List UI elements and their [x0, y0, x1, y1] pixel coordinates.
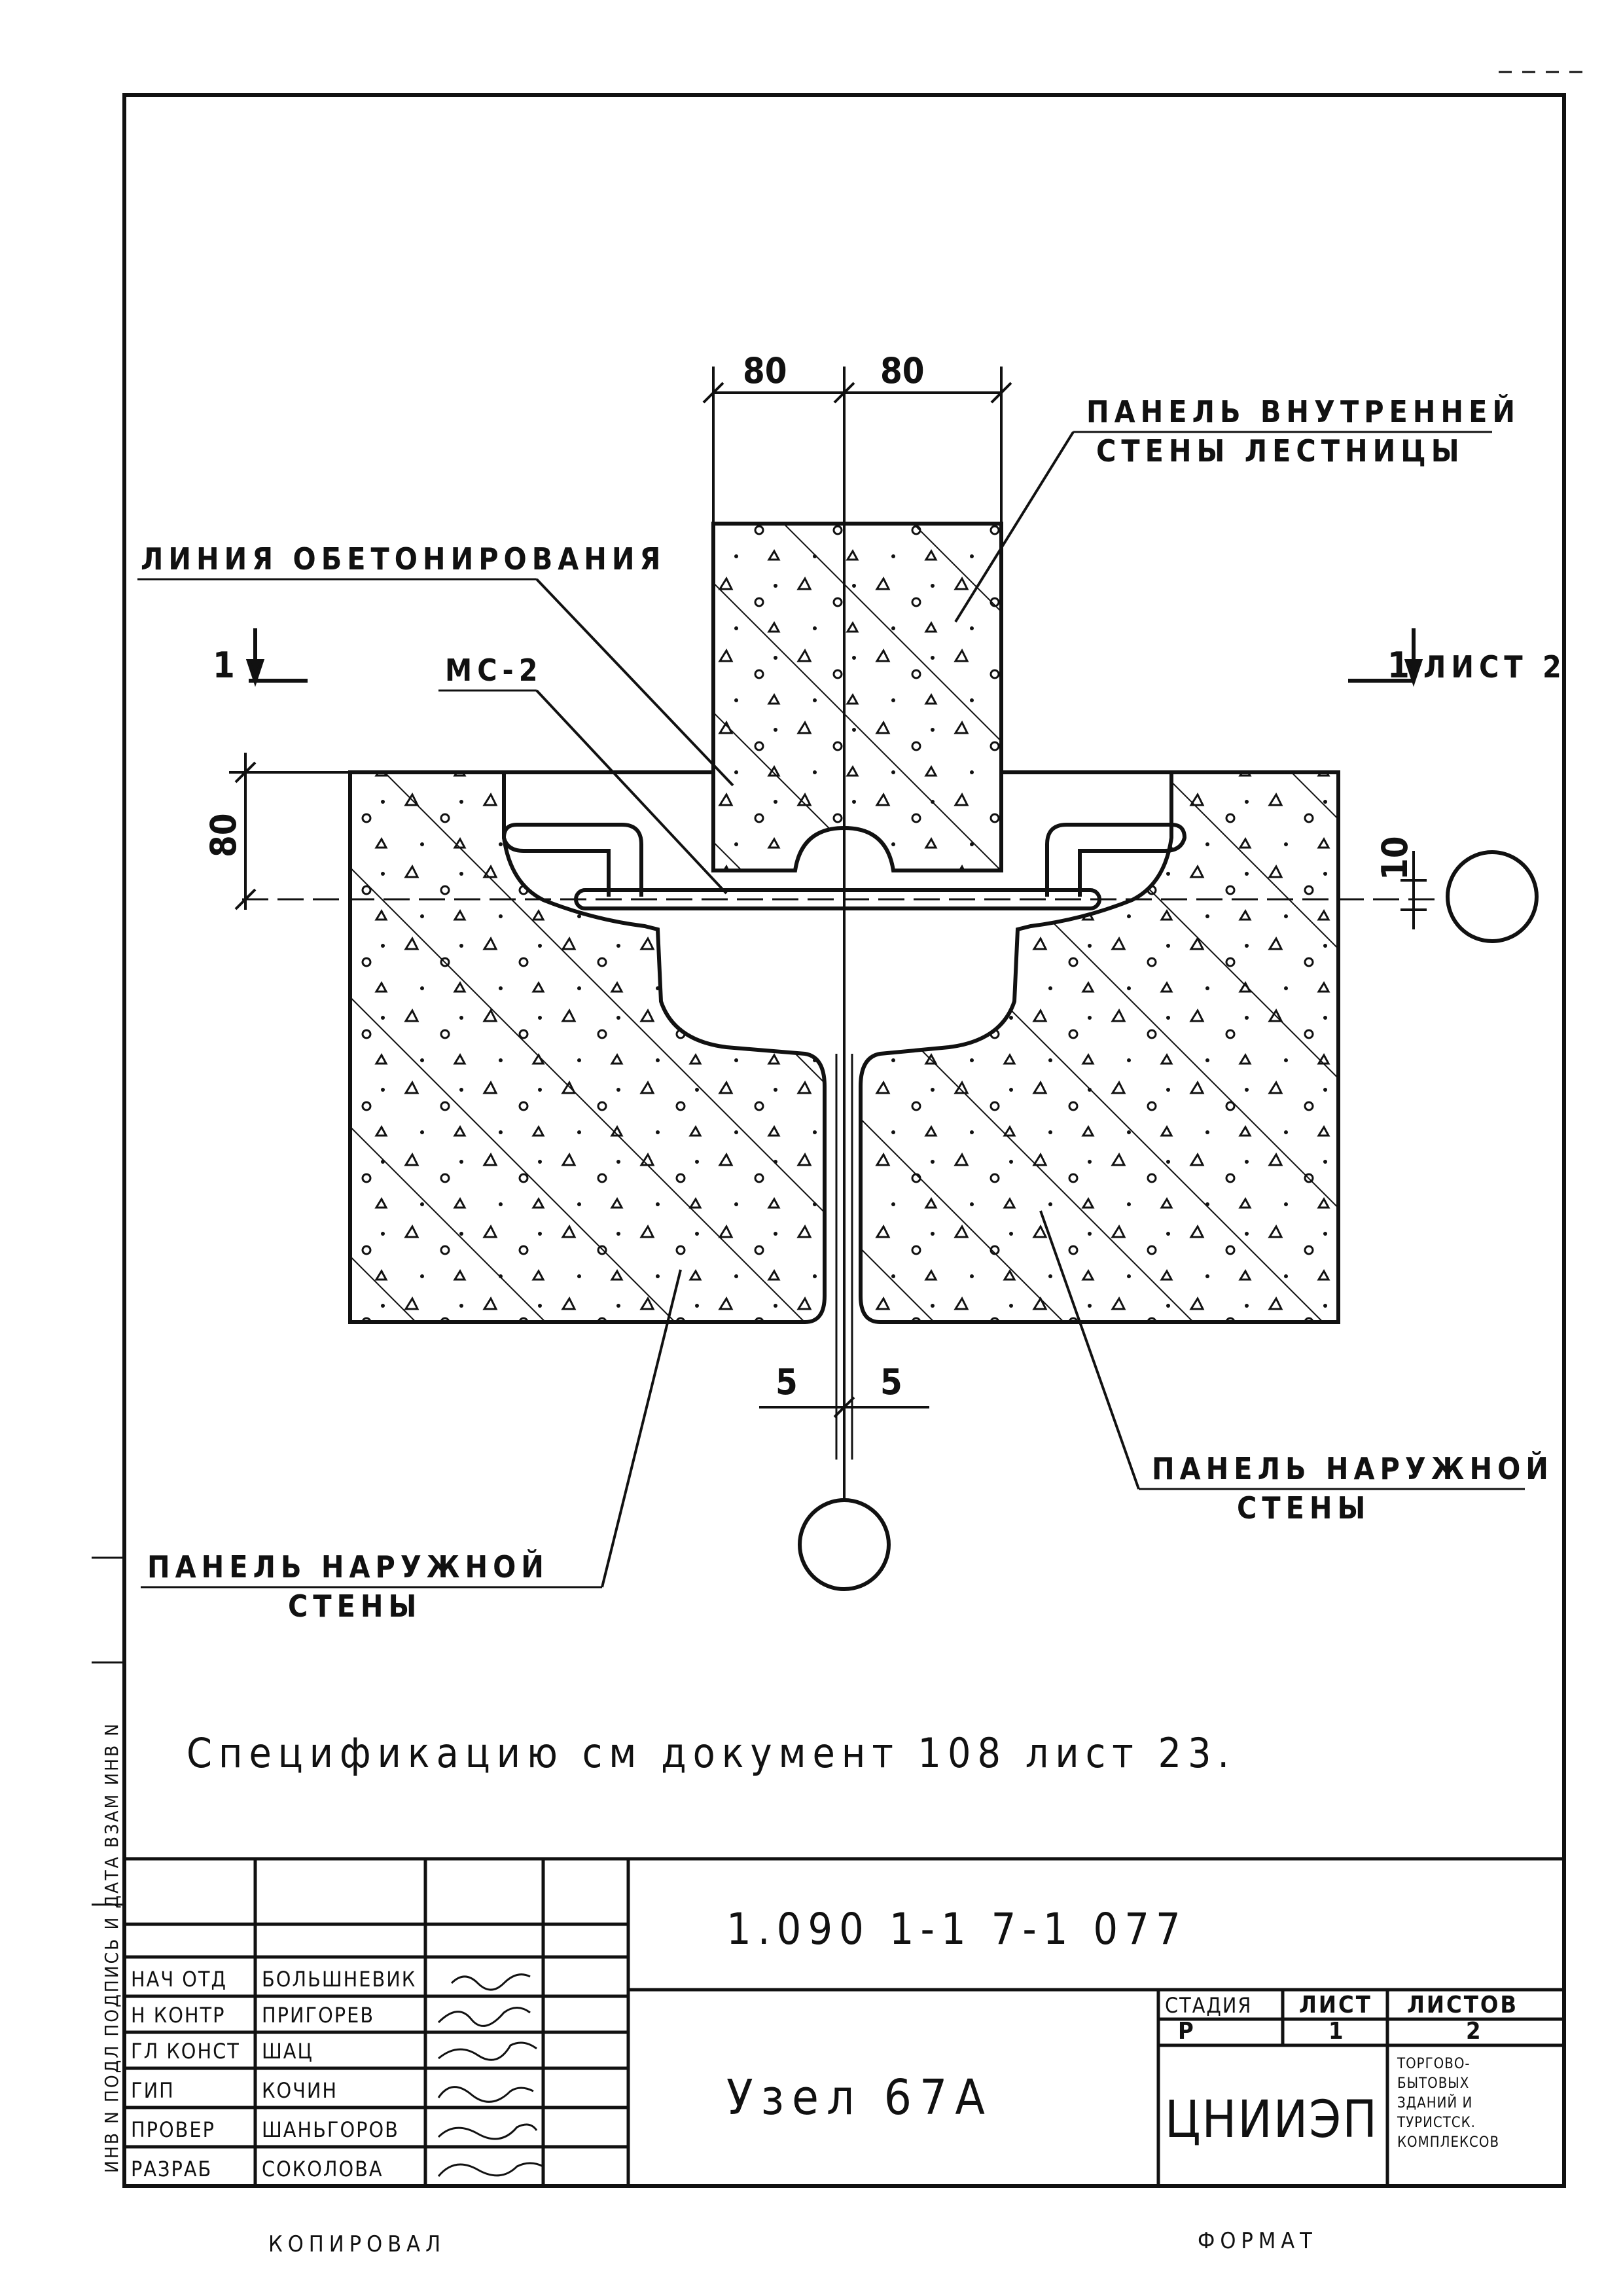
right-dimension [1400, 851, 1427, 929]
inner-wall-panel [711, 522, 1003, 872]
label-outer-panel-left-2: СТЕНЫ [288, 1588, 421, 1624]
row-name-4: КОЧИН [262, 2078, 338, 2103]
footer-copied: КОПИРОВАЛ [268, 2231, 446, 2257]
section-sheet-ref: ЛИСТ 2 [1423, 649, 1567, 685]
row-role-2: Н КОНТР [131, 2003, 225, 2028]
row-name-3: ШАЦ [262, 2039, 313, 2064]
dim-bottom-left: 5 [776, 1361, 798, 1403]
section-mark-right [1348, 628, 1423, 687]
org-desc-4: ТУРИСТСК. [1397, 2115, 1476, 2131]
label-inner-panel-1: ПАНЕЛЬ ВНУТРЕННЕЙ [1086, 394, 1520, 429]
label-mc2: МС-2 [445, 653, 543, 688]
leader-mc2 [535, 689, 728, 895]
side-stamp-text: ИНВ N ПОДЛ ПОДПИСЬ И ДАТА ВЗАМ ИНВ N [101, 1722, 122, 2173]
section-mark-left [245, 628, 308, 687]
section-label-right: 1 [1387, 645, 1410, 686]
axis-bubble-right [1446, 850, 1539, 943]
org-name: ЦНИИЭП [1165, 2090, 1378, 2149]
row-name-2: ПРИГОРЕВ [262, 2003, 374, 2028]
label-outer-panel-right-2: СТЕНЫ [1237, 1490, 1370, 1526]
axis-bubble-bottom [798, 1498, 891, 1591]
label-concreting-line: ЛИНИЯ ОБЕТОНИРОВАНИЯ [141, 541, 666, 577]
org-desc-1: ТОРГОВО- [1397, 2056, 1471, 2072]
sheet-value: 1 [1329, 2018, 1346, 2045]
row-role-5: ПРОВЕР [131, 2117, 215, 2142]
outer-wall-panel-right [859, 770, 1340, 1324]
dim-right-vertical: 10 [1374, 836, 1416, 880]
row-role-6: РАЗРАБ [131, 2157, 212, 2181]
org-desc-3: ЗДАНИЙ И [1397, 2094, 1472, 2111]
outer-wall-panel-left [348, 770, 827, 1324]
side-stamp [92, 1556, 124, 1906]
label-outer-panel-left-1: ПАНЕЛЬ НАРУЖНОЙ [147, 1549, 549, 1585]
stage-header: СТАДИЯ [1165, 1993, 1252, 2018]
row-name-1: БОЛЬШНЕВИК [262, 1967, 416, 1992]
row-role-1: НАЧ ОТД [131, 1967, 227, 1992]
dim-top-left: 80 [743, 350, 787, 391]
org-desc-2: БЫТОВЫХ [1397, 2075, 1469, 2092]
row-role-4: ГИП [131, 2078, 175, 2103]
sheet-header: ЛИСТ [1299, 1992, 1372, 2018]
signatures [437, 1973, 544, 2177]
row-role-3: ГЛ КОНСТ [131, 2039, 240, 2064]
drawing-title: Узел 67А [726, 2070, 993, 2126]
section-label-left: 1 [213, 645, 235, 686]
leader-inner-panel [954, 431, 1075, 623]
dim-left-vertical: 80 [203, 813, 244, 857]
org-desc-5: КОМПЛЕКСОВ [1397, 2134, 1499, 2151]
leader-outer-left [601, 1269, 682, 1588]
leader-concreting [535, 578, 734, 787]
dim-bottom-right: 5 [880, 1361, 902, 1403]
row-name-5: ШАНЬГОРОВ [262, 2117, 399, 2142]
footer-format: ФОРМАТ [1198, 2228, 1317, 2254]
stage-value: Р [1178, 2018, 1196, 2045]
leader-outer-right [1039, 1210, 1140, 1490]
row-name-6: СОКОЛОВА [262, 2157, 383, 2181]
sheets-value: 2 [1466, 2018, 1483, 2045]
dim-top-right: 80 [880, 350, 925, 391]
left-dimension [229, 753, 350, 910]
sheet-frame [122, 93, 1566, 2188]
label-inner-panel-2: СТЕНЫ ЛЕСТНИЦЫ [1096, 433, 1465, 469]
bottom-dimension [759, 1396, 929, 1418]
label-outer-panel-right-1: ПАНЕЛЬ НАРУЖНОЙ [1152, 1451, 1554, 1486]
title-block-grid [124, 1857, 1564, 2186]
top-dimension [702, 367, 1012, 524]
specification-note: Спецификацию см документ 108 лист 23. [187, 1729, 1236, 1777]
sheets-header: ЛИСТОВ [1407, 1992, 1518, 2018]
doc-code: 1.090 1-1 7-1 077 [726, 1904, 1187, 1954]
